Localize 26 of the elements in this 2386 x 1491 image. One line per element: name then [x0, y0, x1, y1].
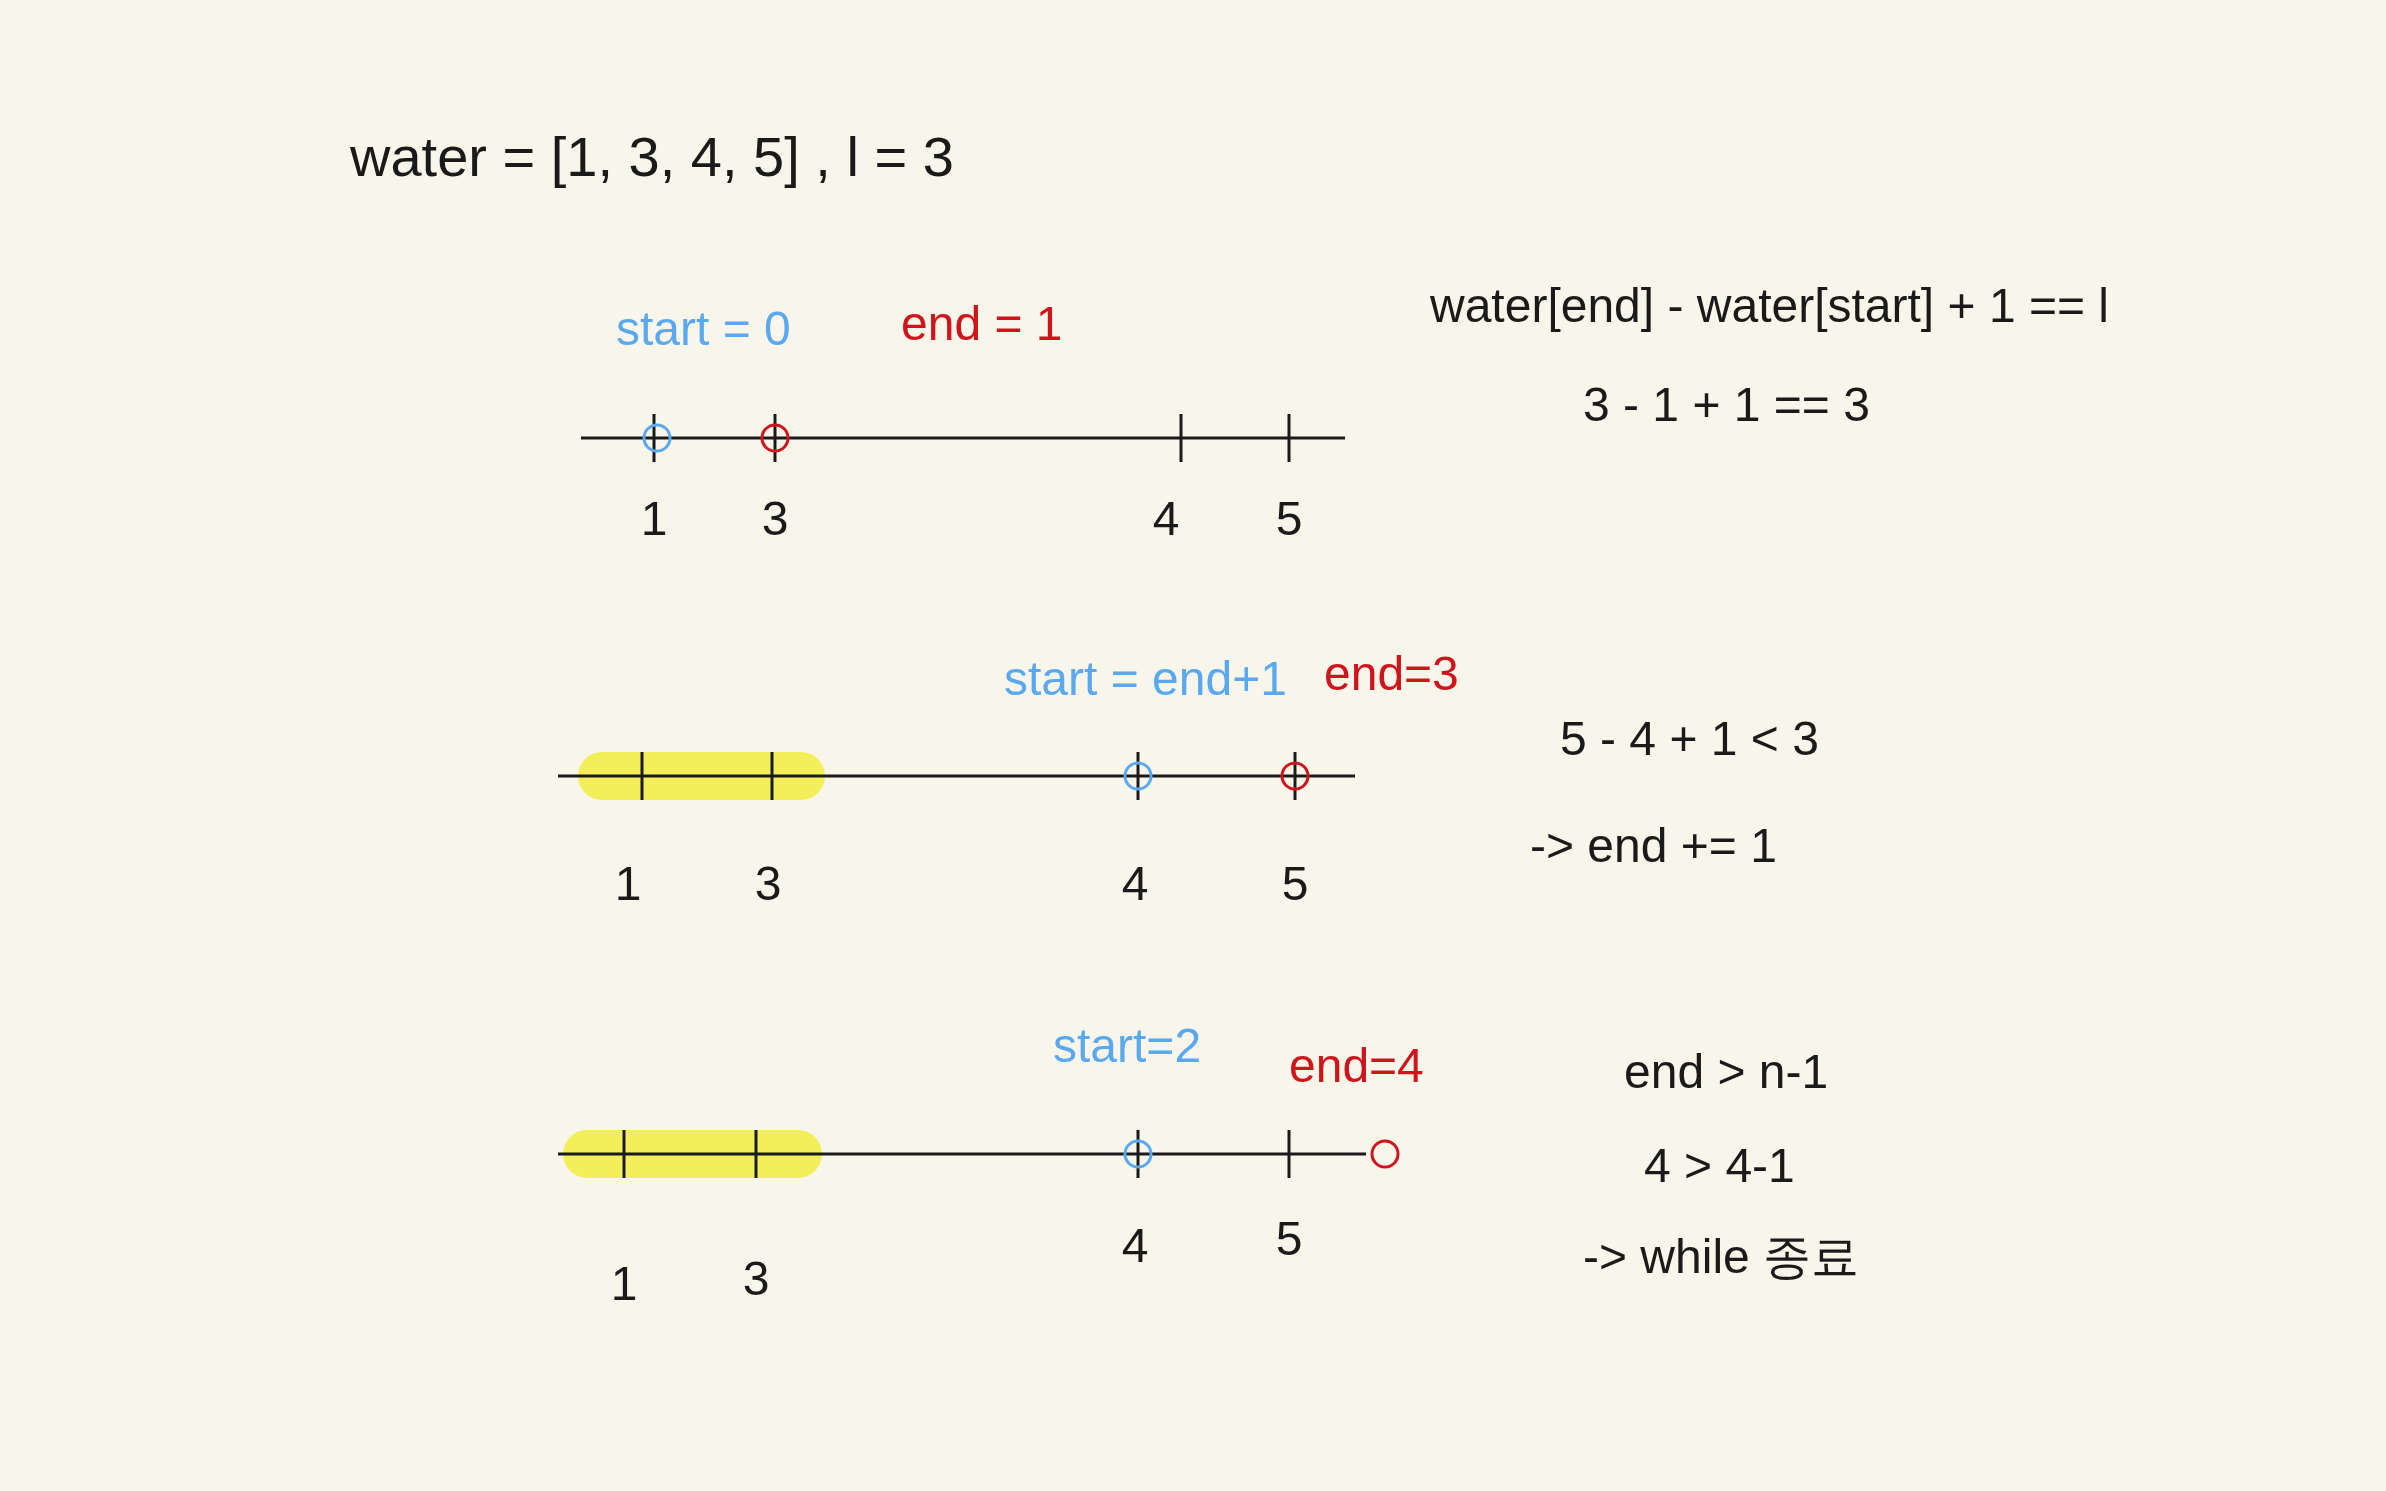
note-text: 1 [610, 1260, 638, 1308]
note-text: -> while 종료 [1583, 1233, 1860, 1281]
note-text: 5 [1275, 495, 1303, 543]
note-text: start = 0 [616, 305, 791, 353]
note-text: 4 > 4-1 [1644, 1142, 1795, 1190]
note-text: -> end += 1 [1530, 822, 1777, 870]
note-text: 3 [742, 1255, 770, 1303]
note-text: 3 [761, 495, 789, 543]
note-text: water[end] - water[start] + 1 == l [1430, 282, 2109, 330]
note-text: 5 - 4 + 1 < 3 [1560, 715, 1819, 763]
note-text: 4 [1121, 860, 1149, 908]
note-text: start=2 [1053, 1022, 1202, 1070]
note-text: end=4 [1289, 1042, 1424, 1090]
note-text: 3 [754, 860, 782, 908]
note-text: start = end+1 [1004, 655, 1287, 703]
note-text: end > n-1 [1624, 1048, 1829, 1096]
note-text: 1 [640, 495, 668, 543]
note-text: end=3 [1324, 650, 1459, 698]
note-text: 4 [1121, 1222, 1149, 1270]
note-text: 5 [1281, 860, 1309, 908]
note-text: 1 [614, 860, 642, 908]
note-text: 5 [1275, 1215, 1303, 1263]
note-text: end = 1 [901, 300, 1063, 348]
note-text: 3 - 1 + 1 == 3 [1583, 381, 1870, 429]
note-text: 4 [1152, 495, 1180, 543]
title: water = [1, 3, 4, 5] , l = 3 [350, 124, 954, 190]
